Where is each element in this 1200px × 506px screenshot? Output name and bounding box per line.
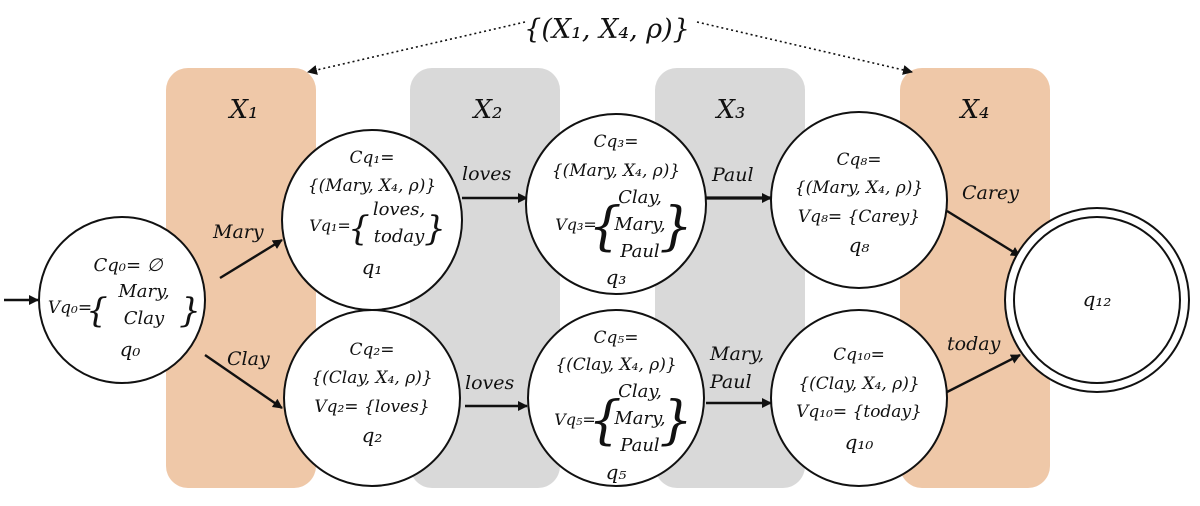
state-q3-brace-close: } — [659, 197, 692, 257]
state-q5-c-value: {(Clay, X₄, ρ)} — [555, 355, 676, 375]
transition-label-today: today — [947, 333, 1001, 355]
dotted-arrow-left — [307, 21, 526, 75]
state-q3: Cq₃= {(Mary, X₄, ρ)} Vq₃= { Clay, Mary, … — [525, 113, 707, 295]
transition-label-loves-top: loves — [462, 163, 511, 185]
transition-q0-q1 — [219, 238, 283, 280]
state-q1-brace-open: { — [348, 209, 370, 249]
state-q2-v: Vq₂= {loves} — [314, 397, 429, 417]
state-q3-brace-open: { — [588, 197, 621, 257]
state-q3-v-label: Vq₃= — [555, 215, 597, 234]
transition-label-mary: Mary — [212, 221, 264, 243]
state-q3-v-item-1: Mary, — [613, 214, 665, 235]
transition-q10-q12 — [946, 353, 1021, 394]
column-label-x2: X₂ — [472, 95, 503, 125]
state-q10-c-value: {(Clay, X₄, ρ)} — [798, 374, 919, 394]
state-q0-brace-close: } — [179, 291, 201, 331]
transition-label-clay: Clay — [227, 348, 270, 370]
state-q10-name: q₁₀ — [845, 430, 874, 454]
transition-label-mary-paul-line1: Mary, — [709, 343, 764, 365]
transition-label-loves-bottom: loves — [465, 372, 514, 394]
state-q2-name: q₂ — [362, 423, 383, 447]
state-q1-c-label: Cq₁= — [350, 148, 395, 168]
state-q5-brace-open: { — [588, 391, 621, 451]
state-q3-v-item-0: Clay, — [618, 187, 662, 208]
state-q12-accept: q₁₂ — [1004, 207, 1190, 393]
state-q2: Cq₂= {(Clay, X₄, ρ)} Vq₂= {loves} q₂ — [283, 309, 461, 487]
state-q10-c-label: Cq₁₀= — [833, 345, 885, 365]
state-q5-c-label: Cq₅= — [594, 328, 639, 348]
top-constraint-label: {(X₁, X₄, ρ)} — [524, 14, 690, 45]
column-label-x3: X₃ — [715, 95, 746, 125]
state-q0-v-item-0: Mary, — [117, 281, 169, 302]
state-q2-c-label: Cq₂= — [350, 340, 395, 360]
state-q3-name: q₃ — [606, 265, 627, 289]
state-q5-name: q₅ — [606, 460, 627, 484]
state-q5-brace-close: } — [659, 391, 692, 451]
transition-label-paul: Paul — [711, 164, 754, 186]
state-q0-c: Cq₀= ∅ — [94, 255, 164, 276]
state-q5-v-label: Vq₅= — [554, 410, 596, 429]
state-q1-v-label: Vq₁= — [309, 216, 351, 235]
state-q12-name: q₁₂ — [1083, 287, 1112, 311]
state-q8-name: q₈ — [849, 233, 870, 257]
state-q3-c-label: Cq₃= — [594, 132, 639, 152]
state-q10-v: Vq₁₀= {today} — [796, 402, 922, 422]
state-q0-v-label: Vq₀= — [48, 298, 92, 318]
state-q8-c-label: Cq₈= — [837, 150, 882, 170]
state-q5-v-item-0: Clay, — [618, 381, 662, 402]
state-q1: Cq₁= {(Mary, X₄, ρ)} Vq₁= { loves, today… — [281, 129, 463, 311]
state-q0-name: q₀ — [120, 337, 141, 361]
state-q1-c-value: {(Mary, X₄, ρ)} — [308, 176, 436, 196]
state-q0: Cq₀= ∅ Vq₀= { Mary, Clay } q₀ — [38, 216, 206, 384]
state-q8: Cq₈= {(Mary, X₄, ρ)} Vq₈= {Carey} q₈ — [770, 111, 948, 289]
state-q1-v-item-1: today — [374, 226, 425, 247]
state-q1-v-item-0: loves, — [373, 199, 425, 220]
state-q10: Cq₁₀= {(Clay, X₄, ρ)} Vq₁₀= {today} q₁₀ — [770, 309, 948, 487]
state-q3-v-item-2: Paul — [619, 241, 660, 262]
transition-q0-q2 — [204, 354, 283, 409]
state-q2-c-value: {(Clay, X₄, ρ)} — [311, 368, 432, 388]
transition-label-carey: Carey — [962, 182, 1019, 204]
transition-q8-q12 — [946, 209, 1021, 258]
column-label-x4: X₄ — [959, 95, 990, 125]
transition-label-mary-paul-line2: Paul — [709, 371, 752, 393]
dotted-arrow-right — [696, 21, 913, 75]
state-q1-brace-close: } — [424, 209, 446, 249]
column-label-x1: X₁ — [228, 95, 259, 125]
state-q5-v-item-2: Paul — [619, 435, 660, 456]
state-q1-name: q₁ — [362, 255, 383, 279]
state-q0-brace-open: { — [86, 291, 108, 331]
state-q3-c-value: {(Mary, X₄, ρ)} — [552, 161, 680, 181]
state-q0-v-item-1: Clay — [124, 308, 165, 329]
state-q8-v: Vq₈= {Carey} — [798, 207, 920, 227]
state-q8-c-value: {(Mary, X₄, ρ)} — [795, 178, 923, 198]
column-band-x1 — [166, 68, 316, 488]
state-q5-v-item-1: Mary, — [613, 408, 665, 429]
state-q5: Cq₅= {(Clay, X₄, ρ)} Vq₅= { Clay, Mary, … — [527, 309, 705, 487]
